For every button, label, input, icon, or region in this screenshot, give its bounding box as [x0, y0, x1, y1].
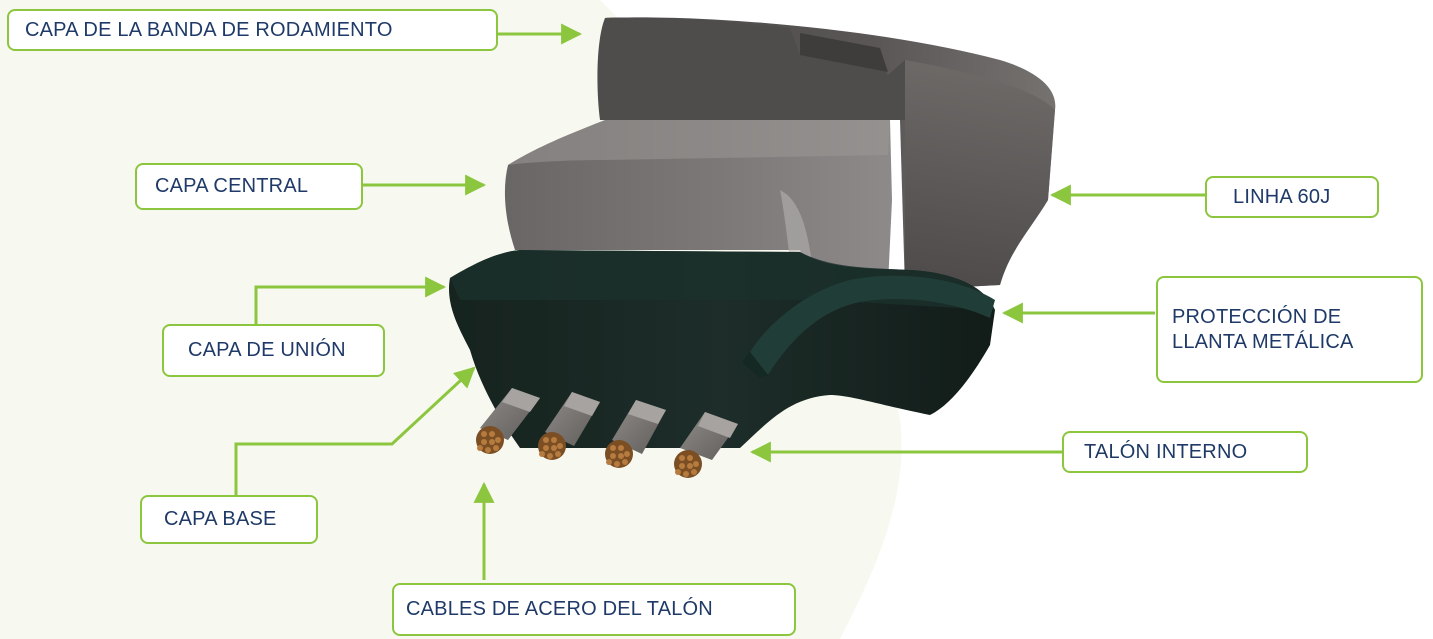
rim-protection-shape: [742, 275, 995, 378]
steel-cable-1: [476, 388, 540, 454]
steel-cables-shape: [476, 388, 738, 478]
label-central-layer: CAPA CENTRAL: [135, 163, 363, 210]
label-tread-layer: CAPA DE LA BANDA DE RODAMIENTO: [7, 9, 498, 51]
label-base-layer: CAPA BASE: [140, 495, 318, 544]
steel-cable-4: [674, 412, 738, 478]
steel-cable-2: [538, 392, 600, 460]
label-inner-heel: TALÓN INTERNO: [1062, 431, 1308, 473]
label-steel-cables: CABLES DE ACERO DEL TALÓN: [392, 583, 796, 636]
steel-cable-3: [605, 400, 666, 468]
label-line: LINHA 60J: [1205, 176, 1379, 218]
label-rim-protection: PROTECCIÓN DE LLANTA METÁLICA: [1156, 276, 1423, 383]
tread-layer-shape: [597, 17, 1056, 290]
label-bond-layer: CAPA DE UNIÓN: [162, 324, 385, 377]
